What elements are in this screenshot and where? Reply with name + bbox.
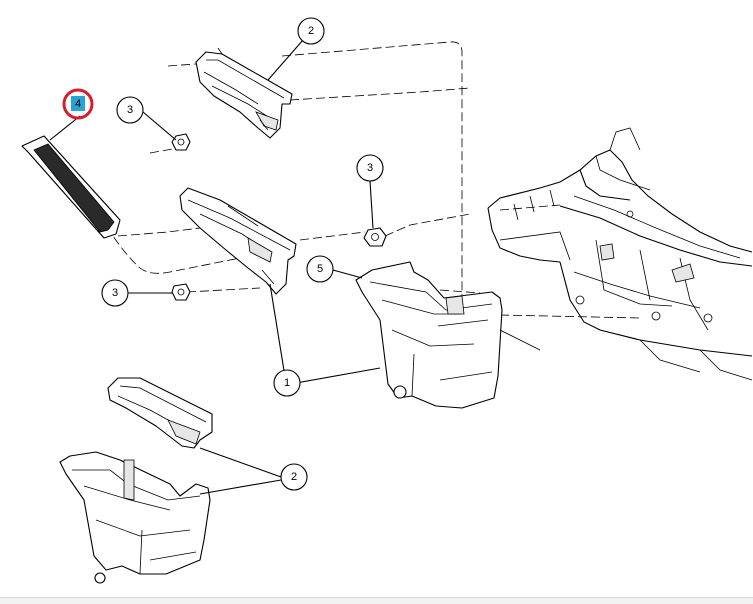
callout-1-label: 1 (284, 377, 290, 389)
callout-5: 5 (306, 255, 334, 283)
assembly-guide-lines (99, 41, 641, 319)
bottom-edge-bar (0, 597, 753, 604)
callout-5-label: 5 (317, 263, 323, 275)
callout-1: 1 (273, 369, 301, 397)
callout-2-bottom-label: 2 (291, 471, 297, 483)
vehicle-cowl-panel (487, 127, 753, 381)
callout-3-upper: 3 (116, 96, 144, 124)
duct-part-top (195, 47, 293, 139)
lower-duct-assembly (59, 377, 213, 584)
nut-upper (171, 133, 191, 151)
duct-housing-right (355, 261, 503, 409)
callout-3-upper-label: 3 (127, 104, 133, 116)
callout-3-lower-label: 3 (112, 287, 118, 299)
callout-3-lower: 3 (101, 279, 129, 307)
callout-2-top: 2 (297, 17, 325, 45)
cabin-air-filter (21, 135, 121, 239)
nut-middle (363, 227, 387, 247)
callout-2-top-label: 2 (308, 25, 314, 37)
callout-4-label: 4 (75, 98, 81, 110)
callout-4-highlighted: 4 (62, 88, 94, 120)
callout-3-mid-label: 3 (367, 162, 373, 174)
callout-3-mid: 3 (356, 154, 384, 182)
callout-2-bottom: 2 (280, 463, 308, 491)
nut-lower (171, 283, 191, 301)
duct-part-middle (179, 187, 297, 295)
leader-lines (49, 39, 381, 495)
